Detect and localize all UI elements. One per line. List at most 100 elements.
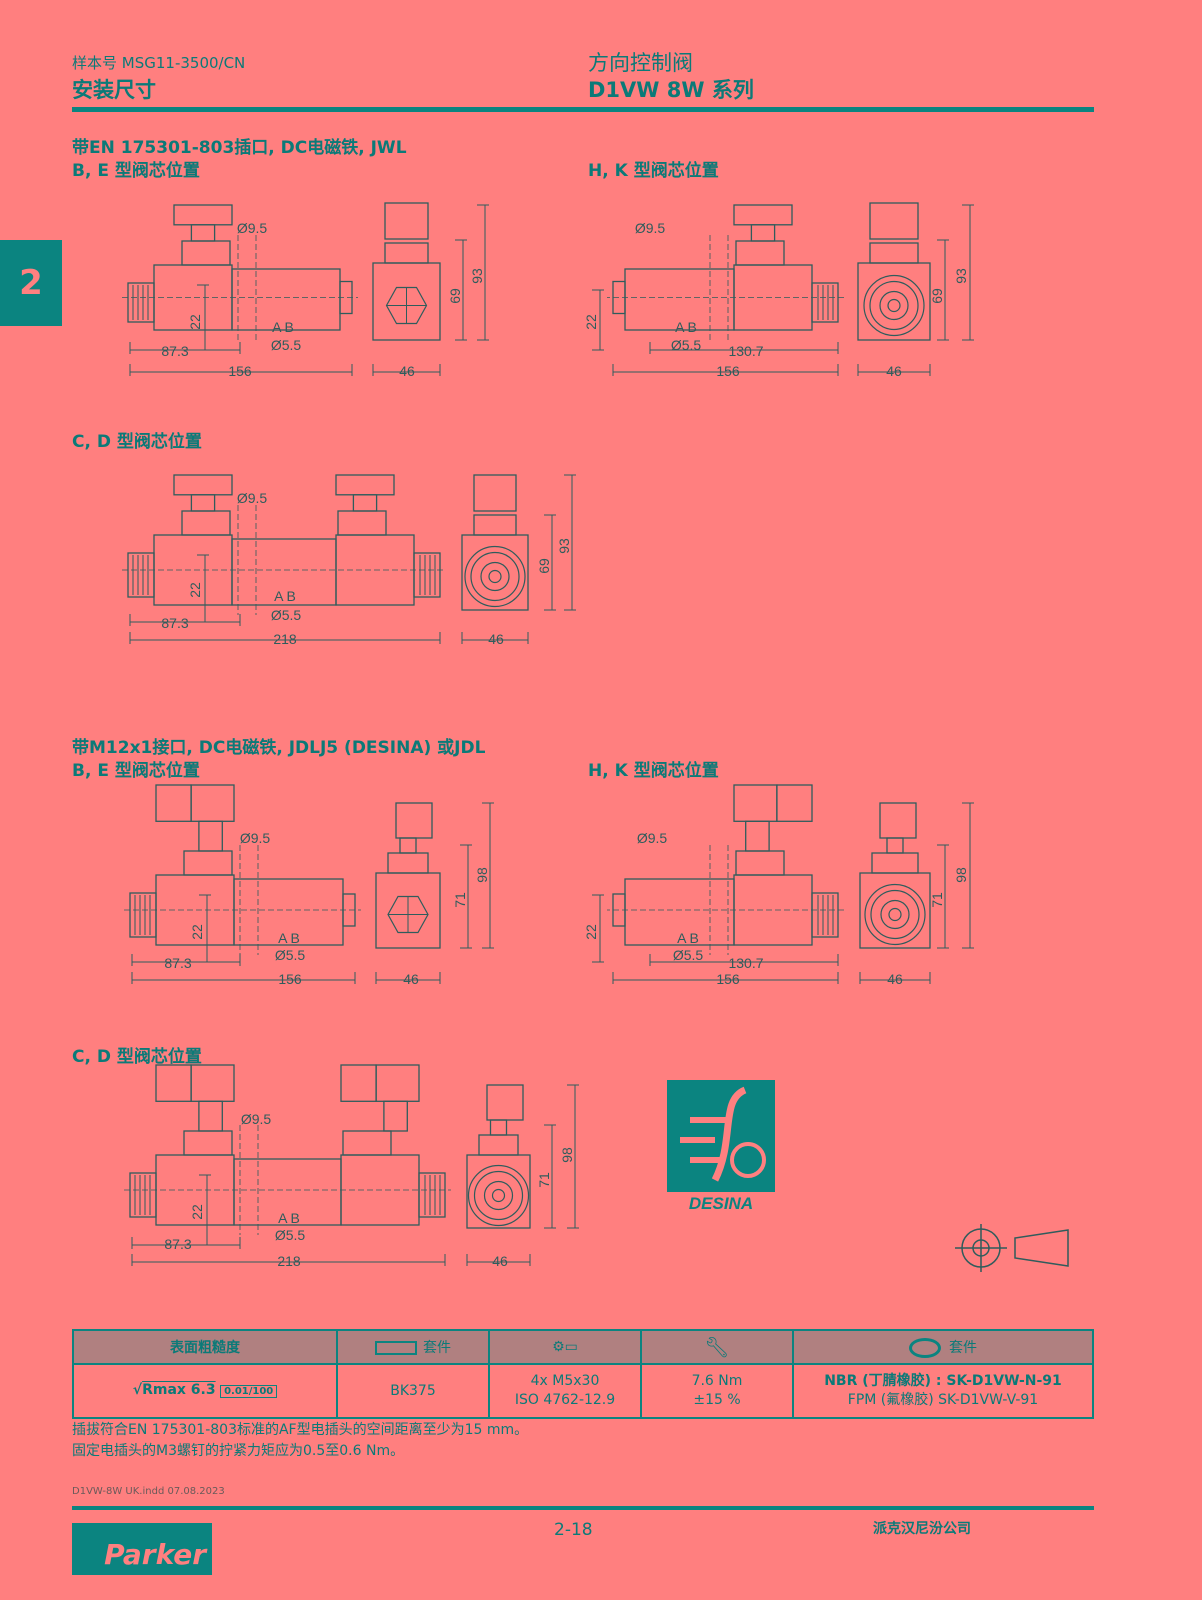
dimension-line	[962, 802, 974, 949]
dimension-label: 46	[887, 971, 903, 987]
valve-side-view	[124, 784, 361, 955]
wrench-icon: 🔧︎	[704, 1335, 730, 1359]
dimension-label: 22	[583, 314, 599, 330]
dimension-label: 93	[469, 268, 485, 284]
kit-value: BK375	[336, 1363, 490, 1419]
dimension-line	[131, 1237, 241, 1249]
dimension-line	[937, 844, 949, 949]
valve-side-view	[124, 1064, 451, 1235]
dimension-line	[544, 1124, 556, 1229]
dimension-label: A B	[272, 319, 294, 335]
dimension-label: 46	[886, 363, 902, 379]
desina-text: DESINA	[689, 1194, 753, 1213]
dimension-line	[477, 204, 489, 341]
dimension-label: 156	[716, 971, 740, 987]
file-info: D1VW-8W UK.indd 07.08.2023	[72, 1486, 225, 1497]
bolt-kit-icon	[375, 1341, 417, 1355]
dimension-line	[592, 894, 604, 963]
header-bolt: ⚙︎▭	[488, 1329, 642, 1365]
product-series: D1VW 8W 系列	[588, 78, 754, 102]
dimension-label: 93	[556, 538, 572, 554]
header-kit: 套件	[336, 1329, 490, 1365]
dimension-label: Ø9.5	[240, 830, 271, 846]
dimension-label: Ø9.5	[635, 220, 666, 236]
dimension-label: 87.3	[161, 343, 188, 359]
dimension-label: Ø5.5	[275, 1227, 306, 1243]
desina-logo: DESINA	[667, 1080, 775, 1213]
dimension-label: 22	[189, 924, 205, 940]
specification-table: 表面粗糙度 套件 ⚙︎▭ 🔧︎ 套件 √Rmax 6.3 0.01/100 BK…	[72, 1329, 1094, 1419]
dimension-line	[455, 239, 467, 341]
dimension-label: 69	[536, 558, 552, 574]
product-category: 方向控制阀	[588, 51, 693, 75]
dimension-line	[544, 514, 556, 611]
page-number: 2-18	[554, 1520, 593, 1540]
dimension-label: 156	[278, 971, 302, 987]
section-title: 安装尺寸	[72, 78, 156, 102]
dimension-line	[937, 239, 949, 341]
valve-end-view	[859, 802, 931, 949]
dimension-label: 46	[399, 363, 415, 379]
dimension-label: 98	[474, 867, 490, 883]
dimension-label: 87.3	[164, 1236, 191, 1252]
dimension-label: A B	[675, 319, 697, 335]
dimension-line	[466, 1254, 531, 1266]
dimension-label: 98	[559, 1147, 575, 1163]
dimension-label: A B	[278, 930, 300, 946]
dimension-line	[197, 284, 209, 351]
dimension-line	[129, 342, 241, 354]
dimension-label: Ø9.5	[241, 1111, 272, 1127]
valve-end-view	[461, 474, 529, 611]
dimension-label: 87.3	[164, 955, 191, 971]
dimension-label: 98	[953, 867, 969, 883]
header-seals: 套件	[792, 1329, 1094, 1365]
dimension-line	[592, 289, 604, 351]
valve-end-view	[857, 202, 931, 341]
dimension-label: A B	[278, 1210, 300, 1226]
dimension-label: 71	[929, 892, 945, 908]
footer-rule	[72, 1506, 1094, 1510]
dimension-label: 46	[488, 631, 504, 647]
dimension-label: 22	[583, 924, 599, 940]
dimension-label: 218	[277, 1253, 301, 1269]
dimension-label: 71	[536, 1172, 552, 1188]
header-roughness: 表面粗糙度	[72, 1329, 338, 1365]
dimension-label: 130.7	[728, 343, 763, 359]
notes: 插拔符合EN 175301-803标准的AF型电插头的空间距离至少为15 mm。…	[72, 1420, 528, 1462]
dimension-line	[372, 364, 441, 376]
dimension-line	[612, 972, 839, 984]
section2-cd-label: C, D 型阀芯位置	[72, 1047, 202, 1067]
header-torque: 🔧︎	[640, 1329, 794, 1365]
dimension-line	[564, 474, 576, 611]
dimension-label: 22	[187, 582, 203, 598]
chapter-tab: 2	[0, 240, 62, 326]
section2-title: 带M12x1接口, DC电磁铁, JDLJ5 (DESINA) 或JDL	[72, 738, 486, 758]
dimension-line	[567, 1084, 579, 1229]
dimension-label: 46	[403, 971, 419, 987]
roughness-symbol: √Rmax 6.3 0.01/100	[72, 1363, 338, 1419]
dimension-label: A B	[677, 930, 699, 946]
dimension-label: 71	[452, 892, 468, 908]
torque-value: 7.6 Nm±15 %	[640, 1363, 794, 1419]
dimension-label: 218	[273, 631, 297, 647]
header-rule	[72, 107, 1094, 112]
dimension-line	[197, 554, 209, 623]
dimension-label: 87.3	[161, 615, 188, 631]
parker-logo: Parker	[72, 1523, 212, 1575]
dimension-line	[461, 632, 529, 644]
section2-be-label: B, E 型阀芯位置	[72, 761, 200, 781]
note-1: 插拔符合EN 175301-803标准的AF型电插头的空间距离至少为15 mm。	[72, 1422, 529, 1438]
dimension-label: 156	[228, 363, 252, 379]
dimension-line	[131, 1254, 446, 1266]
dimension-label: Ø5.5	[673, 947, 704, 963]
dimension-line	[129, 614, 241, 626]
valve-end-view	[372, 202, 441, 341]
dimension-line	[612, 364, 839, 376]
dimension-label: Ø9.5	[637, 830, 668, 846]
dimension-line	[129, 632, 441, 644]
valve-side-view	[607, 204, 844, 340]
dimension-label: Ø5.5	[271, 607, 302, 623]
dimension-line	[129, 364, 353, 376]
dimension-line	[962, 204, 974, 341]
